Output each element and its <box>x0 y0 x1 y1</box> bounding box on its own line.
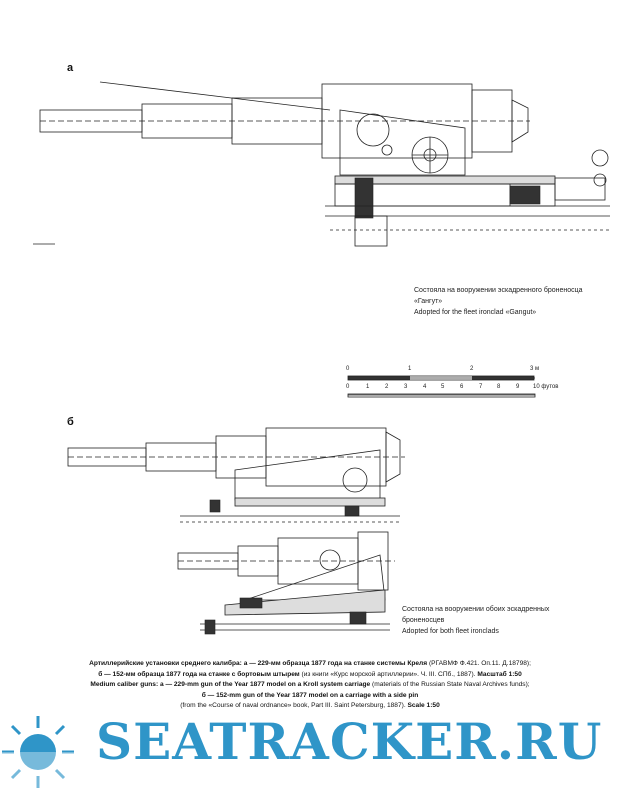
figure-a-note: Состояла на вооружении эскадренного брон… <box>414 285 594 318</box>
scale-ft-9: 9 <box>516 384 520 390</box>
caption-ru-line1-rest: (РГАВМФ Ф.421. Оп.11. Д.18798); <box>427 660 531 667</box>
watermark-text: SEATRACKER.RU <box>96 712 603 771</box>
scale-ft-10: 10 футов <box>533 384 559 390</box>
caption-en-line1-bold: Medium caliber guns: a — 229-mm gun of t… <box>90 681 371 688</box>
figure-caption: Артиллерийские установки среднего калибр… <box>30 659 590 712</box>
scale-ft-5: 5 <box>441 384 445 390</box>
scale-ft-1: 1 <box>366 384 370 390</box>
scale-bar-graphic <box>347 375 536 398</box>
scale-m-3: 3 м <box>530 366 540 372</box>
scale-ft-3: 3 <box>404 384 408 390</box>
caption-ru-line2: б — 152-мм образца 1877 года на станке с… <box>30 670 590 681</box>
scale-ft-8: 8 <box>497 384 501 390</box>
caption-en-scale: Scale 1:50 <box>407 702 440 709</box>
scale-m-1: 1 <box>408 366 412 372</box>
caption-ru-scale: Масштаб 1:50 <box>477 670 522 678</box>
drawing-b2-gun <box>177 531 395 635</box>
figure-b-note-ru: Состояла на вооружении обоих эскадренных… <box>402 606 550 624</box>
caption-en-line1: Medium caliber guns: a — 229-mm gun of t… <box>30 680 590 691</box>
figure-a-note-en: Adopted for the fleet ironclad «Gangut» <box>414 309 537 316</box>
drawing-b1-gun <box>67 427 405 523</box>
figure-a-letter: а <box>67 62 74 74</box>
drawing-a-gun <box>33 81 610 247</box>
scale-ft-6: 6 <box>460 384 464 390</box>
figure-b-note-en: Adopted for both fleet ironclads <box>402 628 499 635</box>
caption-ru-line2-rest: (из книги «Курс морской артиллерии». Ч. … <box>299 670 478 678</box>
caption-ru-line2-bold: б — 152-мм образца 1877 года на станке с… <box>98 670 300 678</box>
watermark-sun-logo <box>0 716 78 791</box>
scale-ft-7: 7 <box>479 384 483 390</box>
figure-b-note: Состояла на вооружении обоих эскадренных… <box>402 604 572 637</box>
scale-m-0: 0 <box>346 366 350 372</box>
figure-b-letter: б <box>67 416 74 428</box>
scale-ft-0: 0 <box>346 384 350 390</box>
scale-ft-2: 2 <box>385 384 389 390</box>
caption-en-line3: (from the «Course of naval ordnance» boo… <box>30 701 590 712</box>
caption-ru-line1-bold: Артиллерийские установки среднего калибр… <box>89 660 428 667</box>
figure-a-note-ru: Состояла на вооружении эскадренного брон… <box>414 287 583 305</box>
caption-en-line2-bold: б — 152-mm gun of the Year 1877 model on… <box>201 691 419 699</box>
scale-m-2: 2 <box>470 366 474 372</box>
caption-en-line2-rest: (from the «Course of naval ordnance» boo… <box>180 702 408 709</box>
caption-en-line2: б — 152-mm gun of the Year 1877 model on… <box>30 691 590 702</box>
scale-ft-4: 4 <box>423 384 427 390</box>
caption-ru-line1: Артиллерийские установки среднего калибр… <box>30 659 590 670</box>
caption-en-line1-rest: (materials of the Russian State Naval Ar… <box>370 681 530 688</box>
